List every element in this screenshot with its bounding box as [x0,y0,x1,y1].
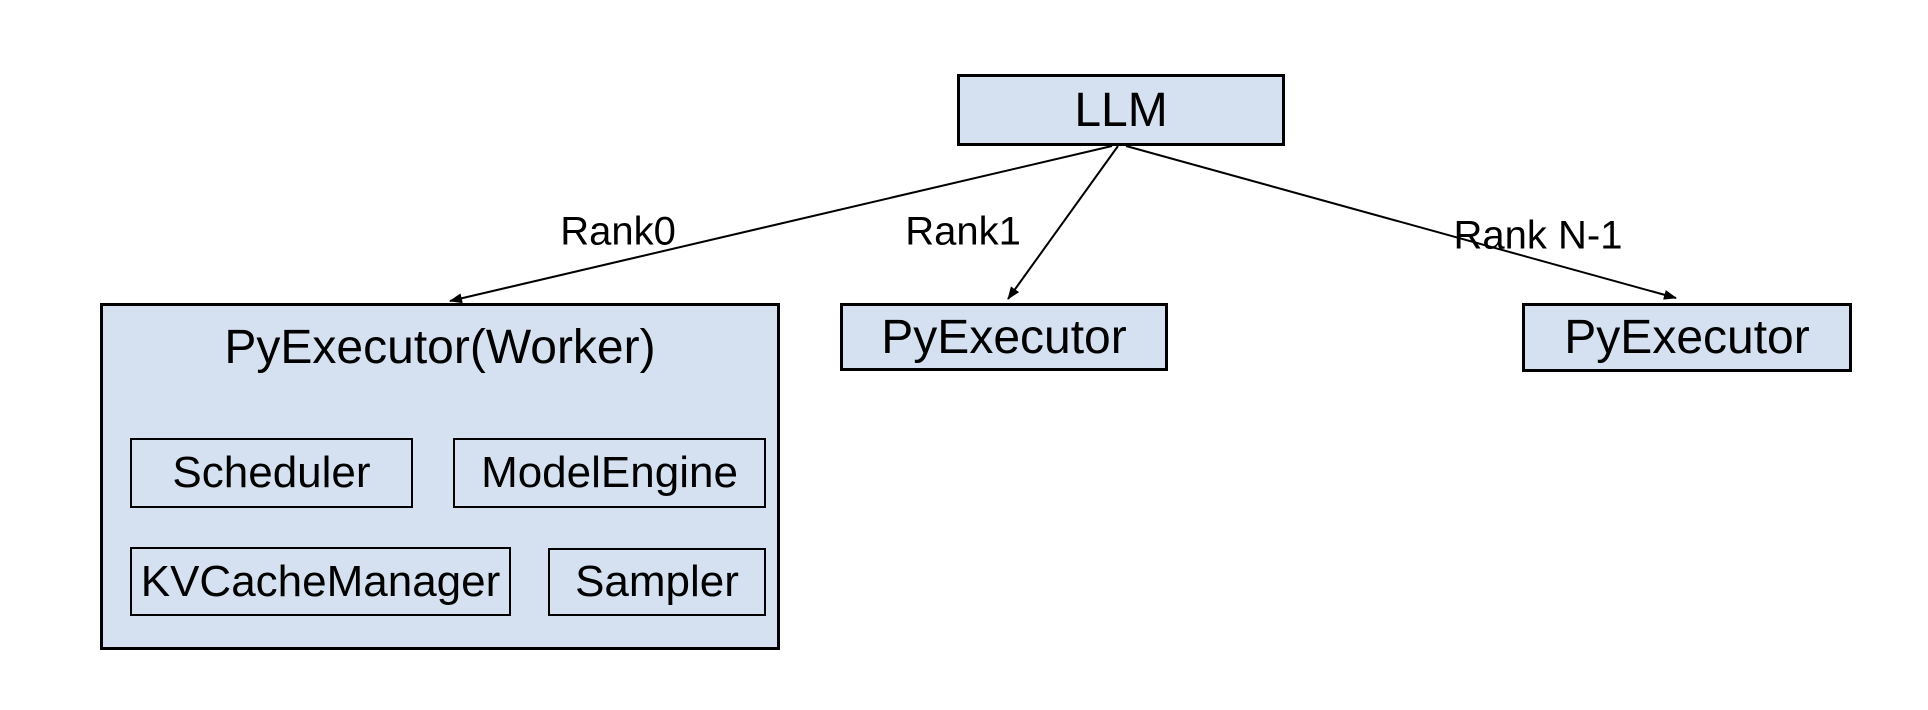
llm-box-label: LLM [1074,83,1168,137]
pyexecutor-rank-n-1-label: PyExecutor [1564,311,1810,364]
pyexecutor-worker-title: PyExecutor(Worker) [224,321,656,374]
edge-label-rank-n-1: Rank N-1 [1453,213,1623,258]
edge-label-rank0: Rank0 [560,209,676,254]
sampler-label: Sampler [575,557,739,606]
edge-line-rank1 [1007,145,1119,300]
scheduler-box: Scheduler [130,438,413,508]
llm-box: LLM [957,74,1285,146]
pyexecutor-rank1-label: PyExecutor [881,310,1127,364]
pyexecutor-worker-box: PyExecutor(Worker) Scheduler ModelEngine… [100,303,780,650]
kvcachemanager-box: KVCacheManager [130,547,511,616]
modelengine-label: ModelEngine [481,448,738,497]
modelengine-box: ModelEngine [453,438,766,508]
pyexecutor-rank-n-1-box: PyExecutor [1522,303,1852,372]
pyexecutor-rank1-box: PyExecutor [840,303,1168,371]
kvcachemanager-label: KVCacheManager [140,556,501,606]
sampler-box: Sampler [548,548,766,616]
edge-label-rank1: Rank1 [905,209,1021,254]
scheduler-label: Scheduler [172,448,371,497]
